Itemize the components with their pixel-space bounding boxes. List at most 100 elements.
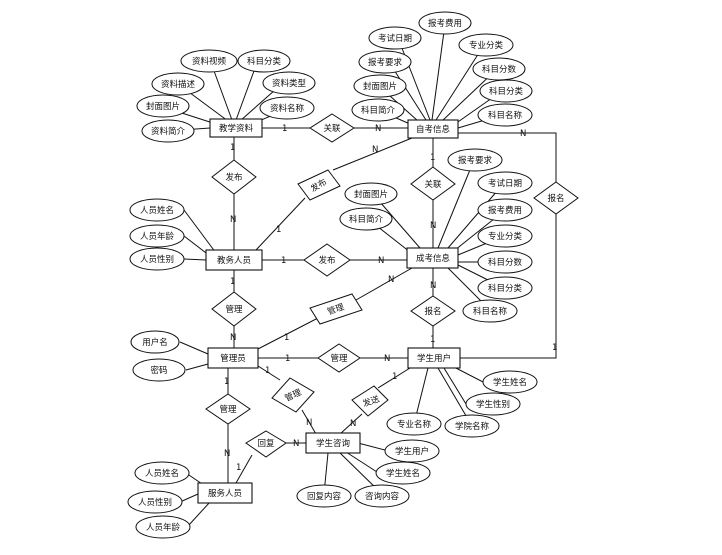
svg-text:人员性别: 人员性别 bbox=[140, 254, 174, 265]
cardinality-1: 1 bbox=[265, 366, 270, 376]
attr-consult-reply: 回复内容 bbox=[296, 484, 352, 508]
cardinality-1: 1 bbox=[236, 463, 241, 473]
svg-text:人员年龄: 人员年龄 bbox=[146, 522, 181, 533]
svg-text:报名: 报名 bbox=[547, 193, 564, 204]
cardinality-n: N bbox=[306, 418, 312, 428]
svg-text:关联: 关联 bbox=[323, 123, 341, 134]
attr-material-name: 资料名称 bbox=[259, 96, 315, 120]
cardinality-n: N bbox=[388, 275, 394, 285]
svg-text:科目分类: 科目分类 bbox=[489, 86, 524, 97]
attr-svc-age: 人员年龄 bbox=[135, 515, 191, 539]
svg-text:学院名称: 学院名称 bbox=[455, 421, 490, 432]
relationship-reply: 回复 bbox=[245, 430, 287, 458]
connector-lines bbox=[159, 23, 557, 527]
svg-text:管理: 管理 bbox=[225, 304, 243, 315]
svg-text:科目分类: 科目分类 bbox=[247, 56, 282, 67]
svg-text:成考信息: 成考信息 bbox=[416, 253, 451, 264]
svg-text:报考要求: 报考要求 bbox=[368, 57, 403, 68]
svg-text:关联: 关联 bbox=[424, 179, 442, 190]
attr-self-subject-cat: 科目分类 bbox=[479, 79, 533, 103]
svg-text:资料描述: 资料描述 bbox=[161, 79, 196, 90]
svg-text:资料类型: 资料类型 bbox=[272, 78, 307, 89]
svg-text:科目名称: 科目名称 bbox=[488, 110, 523, 121]
entity-teaching-material: 教学资料 bbox=[209, 118, 263, 138]
relationship-manage-exam: 管理 bbox=[309, 293, 363, 325]
attr-adult-subject-cat: 科目分类 bbox=[477, 276, 533, 300]
cardinality-1: 1 bbox=[281, 256, 286, 266]
cardinality-1: 1 bbox=[285, 354, 290, 364]
attr-stu-name: 学生姓名 bbox=[482, 370, 538, 394]
svg-text:报名: 报名 bbox=[424, 306, 441, 317]
svg-text:教学资料: 教学资料 bbox=[219, 123, 254, 134]
cardinality-n: N bbox=[224, 449, 230, 459]
attr-self-score: 科目分数 bbox=[472, 57, 526, 81]
svg-text:咨询内容: 咨询内容 bbox=[365, 491, 400, 502]
svg-text:回复: 回复 bbox=[257, 438, 275, 449]
attr-adult-date: 考试日期 bbox=[477, 171, 533, 195]
cardinality-n: N bbox=[430, 221, 436, 231]
attr-material-desc: 资料描述 bbox=[151, 72, 205, 96]
attr-staff-gender: 人员性别 bbox=[129, 247, 185, 271]
attr-self-major: 专业分类 bbox=[458, 33, 514, 57]
attr-self-subject-name: 科目名称 bbox=[477, 103, 533, 127]
attr-self-req: 报考要求 bbox=[358, 50, 412, 74]
relationship-manage-service: 管理 bbox=[205, 393, 251, 425]
svg-text:资料简介: 资料简介 bbox=[151, 126, 186, 137]
svg-text:人员姓名: 人员姓名 bbox=[140, 205, 174, 216]
attr-self-cover: 封面图片 bbox=[353, 74, 407, 98]
attr-svc-gender: 人员性别 bbox=[127, 490, 183, 514]
attr-adult-subject-intro: 科目简介 bbox=[339, 207, 393, 231]
svg-text:专业分类: 专业分类 bbox=[469, 40, 504, 51]
cardinality-1: 1 bbox=[552, 343, 557, 353]
attr-staff-name: 人员姓名 bbox=[129, 198, 185, 222]
svg-text:学生咨询: 学生咨询 bbox=[316, 438, 350, 449]
svg-text:专业分类: 专业分类 bbox=[488, 231, 523, 242]
cardinality-n: N bbox=[384, 354, 390, 364]
svg-text:考试日期: 考试日期 bbox=[488, 178, 522, 189]
cardinality-n: N bbox=[230, 333, 236, 343]
attr-material-cover: 封面图片 bbox=[136, 94, 190, 118]
svg-text:自考信息: 自考信息 bbox=[416, 124, 451, 135]
svg-text:专业名称: 专业名称 bbox=[397, 419, 432, 430]
svg-text:科目名称: 科目名称 bbox=[473, 306, 508, 317]
svg-text:发布: 发布 bbox=[225, 172, 242, 183]
cardinality-marks: 1 N 1 N 1 N 1 N 1 N N 1 1 N 1 N N 1 1 N … bbox=[224, 124, 557, 473]
attr-self-subject-intro: 科目简介 bbox=[351, 98, 405, 122]
cardinality-n: N bbox=[378, 256, 384, 266]
svg-text:科目简介: 科目简介 bbox=[361, 105, 396, 116]
svg-text:服务人员: 服务人员 bbox=[208, 488, 242, 499]
svg-text:资料视频: 资料视频 bbox=[192, 56, 227, 67]
attr-adult-req: 报考要求 bbox=[447, 148, 503, 172]
entity-admin: 管理员 bbox=[207, 347, 259, 369]
attr-self-fee: 报考费用 bbox=[418, 11, 472, 35]
attr-admin-password: 密码 bbox=[132, 358, 186, 382]
relationship-send: 发送 bbox=[351, 385, 389, 417]
entity-adult-exam-info: 成考信息 bbox=[406, 247, 459, 269]
cardinality-n: N bbox=[350, 419, 356, 429]
cardinality-n: N bbox=[230, 215, 236, 225]
svg-text:学生姓名: 学生姓名 bbox=[386, 468, 420, 479]
attr-svc-name: 人员姓名 bbox=[134, 461, 190, 485]
svg-text:封面图片: 封面图片 bbox=[146, 101, 180, 112]
attr-adult-major: 专业分类 bbox=[477, 224, 533, 248]
attr-material-video: 资料视频 bbox=[180, 49, 238, 73]
relationship-link: 关联 bbox=[309, 113, 355, 143]
cardinality-1: 1 bbox=[392, 372, 397, 382]
attr-self-date: 考试日期 bbox=[368, 26, 422, 50]
attr-material-intro: 资料简介 bbox=[141, 119, 195, 143]
cardinality-1: 1 bbox=[430, 153, 435, 163]
attr-adult-subject-name: 科目名称 bbox=[462, 299, 518, 323]
attr-adult-cover: 封面图片 bbox=[344, 182, 398, 206]
cardinality-1: 1 bbox=[230, 143, 235, 153]
relationship-manage-staff: 管理 bbox=[211, 291, 257, 327]
svg-text:报考要求: 报考要求 bbox=[458, 155, 493, 166]
svg-text:教务人员: 教务人员 bbox=[217, 255, 251, 266]
attr-material-type: 资料类型 bbox=[262, 71, 316, 95]
cardinality-n: N bbox=[293, 439, 299, 449]
svg-text:学生用户: 学生用户 bbox=[395, 446, 429, 457]
attr-consult-content: 咨询内容 bbox=[354, 484, 410, 508]
svg-text:密码: 密码 bbox=[150, 365, 167, 376]
cardinality-1: 1 bbox=[430, 335, 435, 345]
cardinality-n: N bbox=[520, 129, 526, 139]
